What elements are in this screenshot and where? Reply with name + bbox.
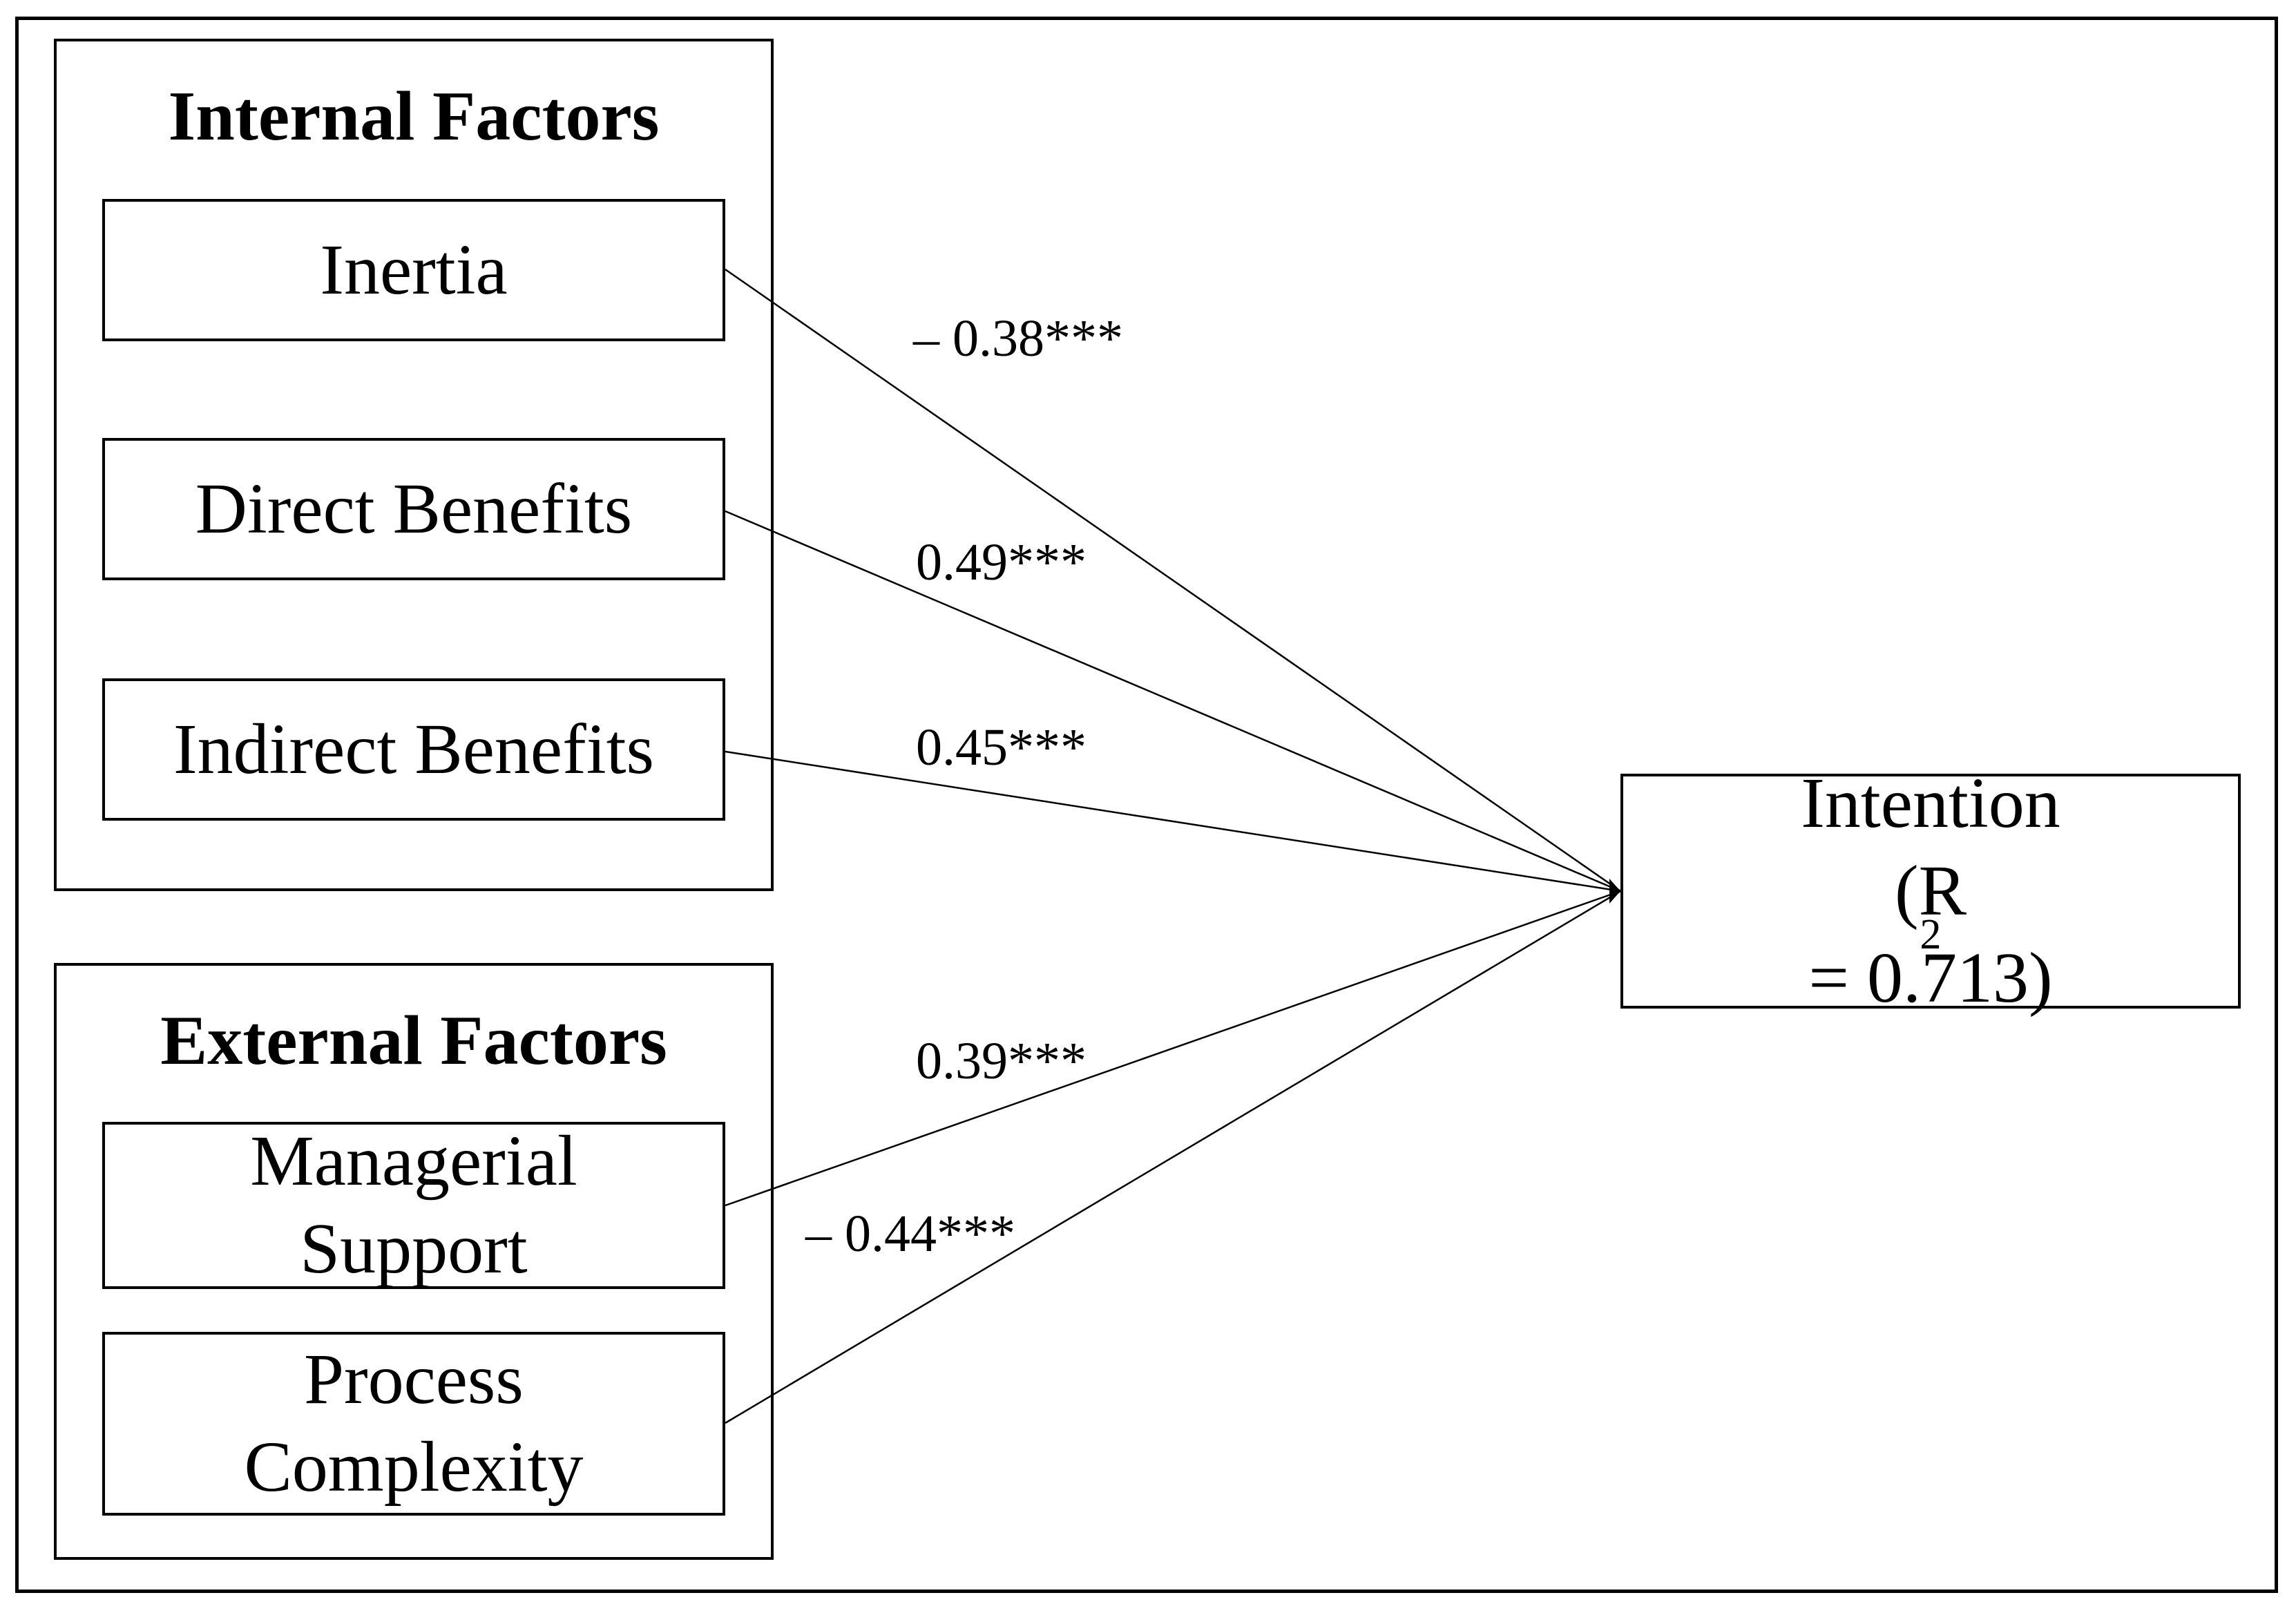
path-direct-benefits-intention: [725, 510, 1621, 893]
arrowhead-icon: [1609, 879, 1620, 904]
node-direct-benefits-label: Direct Benefits: [195, 468, 633, 548]
node-inertia: Inertia: [102, 199, 725, 341]
path-inertia-intention: [725, 268, 1621, 893]
node-managerial-support-line1: Managerial: [250, 1121, 577, 1201]
coefficient-process-complexity: – 0.44***: [805, 1205, 1015, 1263]
external-factors-title: External Factors: [160, 1002, 667, 1080]
coefficient-direct-benefits: 0.49***: [916, 533, 1087, 591]
node-indirect-benefits-label: Indirect Benefits: [173, 709, 654, 789]
node-intention-label: Intention: [1801, 763, 2060, 843]
r2-value-text: = 0.713): [1808, 938, 2053, 1018]
coefficient-managerial-support: 0.39***: [916, 1032, 1087, 1090]
internal-factors-title: Internal Factors: [168, 77, 660, 155]
node-managerial-support-line2: Support: [300, 1209, 528, 1288]
node-process-complexity-line1: Process: [304, 1339, 524, 1420]
node-indirect-benefits: Indirect Benefits: [102, 678, 725, 821]
node-managerial-support: Managerial Support: [102, 1121, 725, 1289]
diagram-frame: [15, 17, 2278, 1593]
node-direct-benefits: Direct Benefits: [102, 438, 725, 580]
node-process-complexity-line2: Complexity: [244, 1427, 584, 1507]
internal-factors-group: Internal Factors: [54, 39, 774, 891]
path-managerial-support-intention: [725, 890, 1621, 1207]
path-indirect-benefits-intention: [725, 750, 1621, 893]
node-process-complexity: Process Complexity: [102, 1332, 725, 1516]
r2-open-text: (R: [1894, 850, 1967, 930]
coefficient-inertia: – 0.38***: [913, 309, 1123, 368]
coefficient-indirect-benefits: 0.45***: [916, 718, 1087, 776]
path-process-complexity-intention: [725, 890, 1621, 1424]
node-inertia-label: Inertia: [320, 229, 508, 309]
external-factors-group: External Factors: [54, 963, 774, 1560]
